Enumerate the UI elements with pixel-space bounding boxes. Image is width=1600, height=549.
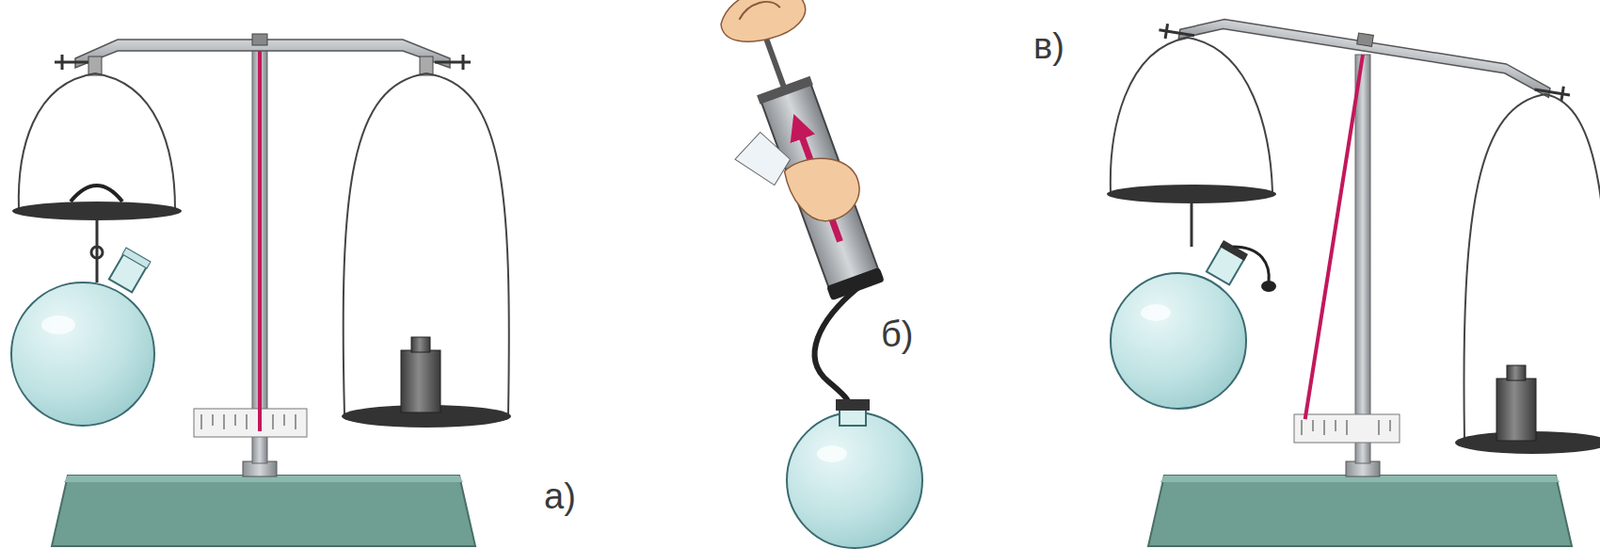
pump-b	[683, 0, 923, 548]
balance-c	[1102, 1, 1600, 546]
panel-label: в)	[1033, 28, 1065, 64]
panel-label: б)	[880, 316, 913, 352]
balance-a	[11, 33, 512, 546]
panel-label: а)	[544, 478, 576, 514]
